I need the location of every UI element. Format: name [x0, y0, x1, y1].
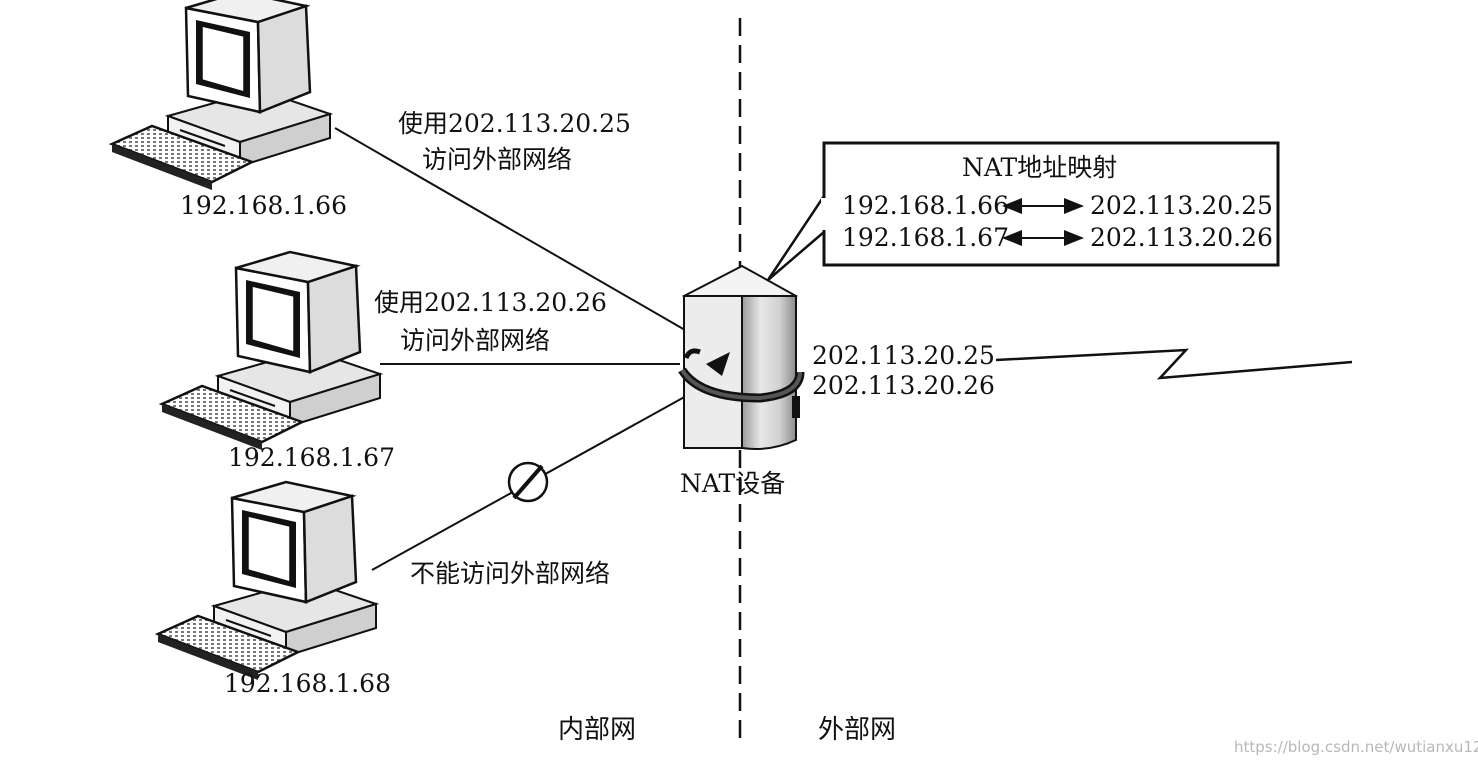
- host-66-ip: 192.168.1.66: [180, 191, 347, 220]
- nat-device-icon: [678, 264, 805, 450]
- mapping-title: NAT地址映射: [962, 153, 1117, 182]
- host-66-caption-line1: 使用202.113.20.25: [398, 109, 631, 138]
- mapping-row1-outside: 202.113.20.25: [1090, 191, 1273, 220]
- host-67-caption-line1: 使用202.113.20.26: [374, 288, 607, 317]
- computer-icon-68: [156, 480, 378, 682]
- watermark-text: https://blog.csdn.net/wutianxu123: [1234, 738, 1478, 756]
- nat-device-label: NAT设备: [680, 469, 785, 498]
- host-66-caption-line2: 访问外部网络: [422, 145, 572, 174]
- link-host-66: [334, 127, 686, 331]
- computer-icon-66: [110, 0, 332, 192]
- host-68-caption: 不能访问外部网络: [410, 559, 610, 588]
- mapping-row1-inside: 192.168.1.66: [842, 191, 1009, 220]
- host-68-ip: 192.168.1.68: [224, 669, 391, 698]
- zone-label-inside: 内部网: [558, 715, 636, 745]
- public-address-1: 202.113.20.25: [812, 341, 995, 370]
- public-address-2: 202.113.20.26: [812, 371, 995, 400]
- mapping-row2-outside: 202.113.20.26: [1090, 223, 1273, 252]
- blocked-icon: [507, 461, 549, 503]
- wan-link-icon: [995, 348, 1353, 380]
- zone-label-outside: 外部网: [818, 715, 896, 745]
- mapping-callout: [766, 141, 1280, 281]
- mapping-row2-inside: 192.168.1.67: [842, 223, 1009, 252]
- host-67-ip: 192.168.1.67: [228, 443, 395, 472]
- computer-icon-67: [160, 250, 382, 452]
- host-67-caption-line2: 访问外部网络: [400, 326, 550, 355]
